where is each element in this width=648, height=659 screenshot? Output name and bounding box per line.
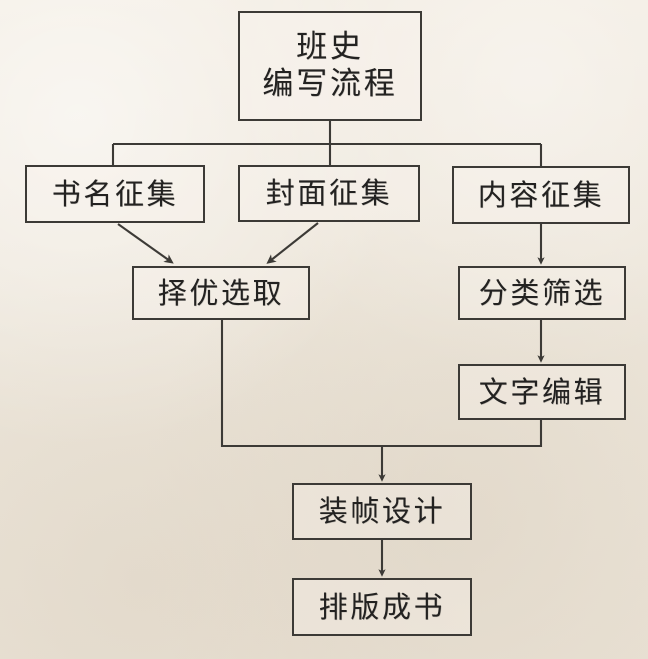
node-typeset-into-book[interactable]: 排版成书: [292, 578, 472, 636]
node-typeset-into-book-label: 排版成书: [318, 589, 446, 624]
node-text-editing-label: 文字编辑: [478, 374, 606, 409]
node-select-best-label: 择优选取: [157, 275, 285, 310]
node-book-title-collection[interactable]: 书名征集: [25, 165, 205, 223]
edge-edit-to-merge: [382, 420, 543, 448]
edge-title-to-select: [117, 223, 174, 264]
edge-cover-to-select: [266, 222, 319, 264]
node-classify-filter-label: 分类筛选: [478, 275, 606, 310]
node-text-editing[interactable]: 文字编辑: [458, 364, 626, 420]
node-select-best[interactable]: 择优选取: [132, 266, 310, 320]
node-cover-collection[interactable]: 封面征集: [238, 165, 420, 222]
node-content-collection[interactable]: 内容征集: [452, 166, 630, 224]
edge-select-to-merge: [220, 320, 382, 448]
node-root[interactable]: 班史 编写流程: [238, 11, 422, 121]
node-classify-filter[interactable]: 分类筛选: [458, 266, 626, 320]
node-book-title-collection-label: 书名征集: [51, 176, 179, 211]
node-cover-collection-label: 封面征集: [265, 176, 393, 211]
node-binding-design[interactable]: 装帧设计: [292, 483, 472, 540]
node-binding-design-label: 装帧设计: [318, 494, 446, 529]
node-content-collection-label: 内容征集: [477, 177, 605, 212]
node-root-label: 班史 编写流程: [262, 29, 398, 102]
